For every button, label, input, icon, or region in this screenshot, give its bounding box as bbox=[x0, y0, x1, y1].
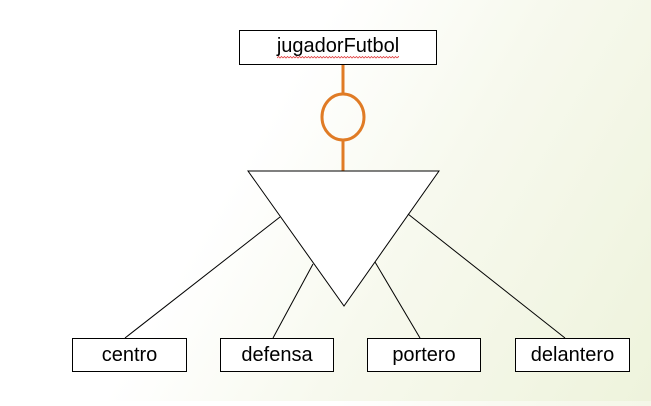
superclass-entity-box: jugadorFutbol bbox=[239, 30, 437, 65]
subclass-label-centro: centro bbox=[101, 344, 158, 366]
specialization-circle bbox=[320, 92, 366, 142]
link-defensa bbox=[272, 263, 314, 339]
link-portero bbox=[374, 261, 421, 339]
link-delantero bbox=[407, 213, 566, 339]
link-centro bbox=[124, 216, 281, 339]
subclass-entity-delantero: delantero bbox=[515, 338, 630, 372]
subclass-entity-defensa: defensa bbox=[220, 338, 334, 372]
subclass-label-portero: portero bbox=[392, 344, 456, 366]
superclass-entity-label: jugadorFutbol bbox=[276, 35, 400, 59]
subclass-label-delantero: delantero bbox=[530, 344, 615, 366]
subclass-entity-centro: centro bbox=[72, 338, 187, 372]
subclass-label-defensa: defensa bbox=[241, 344, 313, 366]
specialization-triangle bbox=[247, 170, 440, 307]
subclass-entity-portero: portero bbox=[367, 338, 481, 372]
